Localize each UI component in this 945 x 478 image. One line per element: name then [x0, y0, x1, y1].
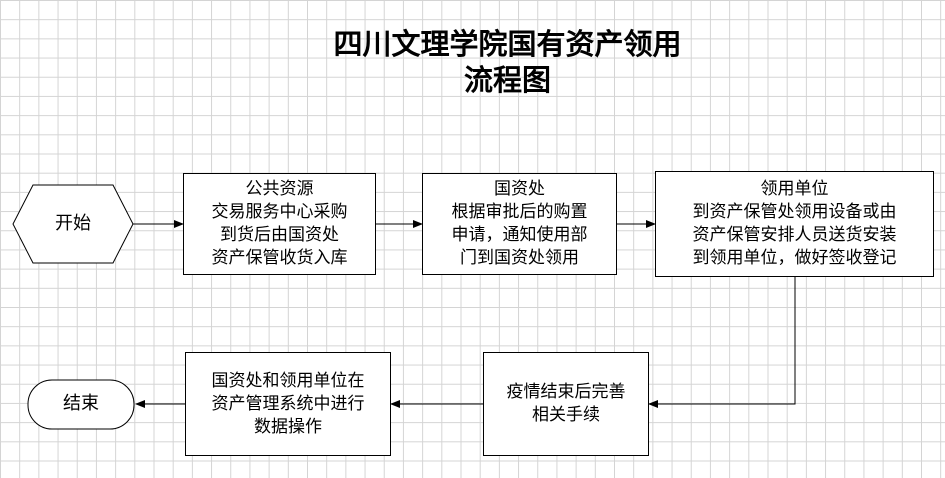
process-box-5: 国资处和领用单位在 资产管理系统中进行 数据操作	[185, 352, 391, 456]
process-box-2-line: 国资处	[494, 179, 545, 199]
process-box-3-line: 到资产保管处领用设备或由	[692, 202, 897, 222]
process-box-2-line: 门到国资处领用	[460, 248, 579, 268]
process-box-1-line: 到货后由国资处	[220, 225, 339, 245]
start-terminal-shape	[12, 184, 134, 264]
process-box-1-line: 公共资源	[245, 179, 314, 199]
arrow-step-3-to-step-4	[648, 277, 796, 408]
process-box-4-line: 疫情结束后完善	[506, 382, 626, 402]
process-box-4-line: 相关手续	[532, 405, 600, 425]
end-terminal-shape	[27, 379, 135, 430]
process-box-4: 疫情结束后完善 相关手续	[483, 352, 649, 456]
process-box-2: 国资处 根据审批后的购置 申请，通知使用部 门到国资处领用	[422, 173, 617, 275]
process-box-3-line: 领用单位	[760, 179, 829, 199]
process-box-2-line: 根据审批后的购置	[451, 202, 588, 222]
process-box-1-line: 资产保管收货入库	[211, 248, 348, 268]
process-box-1-line: 交易服务中心采购	[211, 202, 348, 222]
end-label: 结束	[63, 393, 99, 414]
diagram-title-line-2: 流程图	[463, 63, 551, 97]
process-box-1: 公共资源 交易服务中心采购 到货后由国资处 资产保管收货入库	[183, 173, 376, 275]
process-box-5-line: 国资处和领用单位在	[211, 370, 365, 391]
process-box-3-line: 到领用单位，做好签收登记	[692, 248, 897, 268]
start-label: 开始	[55, 213, 91, 234]
process-box-2-line: 申请，通知使用部	[451, 225, 588, 245]
process-box-3-line: 资产保管安排人员送货安装	[692, 225, 897, 245]
diagram-title-line-1: 四川文理学院国有资产领用	[333, 27, 682, 61]
process-box-3: 领用单位 到资产保管处领用设备或由 资产保管安排人员送货安装 到领用单位，做好签…	[655, 171, 934, 277]
process-box-5-line: 资产管理系统中进行	[211, 393, 365, 414]
process-box-5-line: 数据操作	[254, 416, 322, 437]
